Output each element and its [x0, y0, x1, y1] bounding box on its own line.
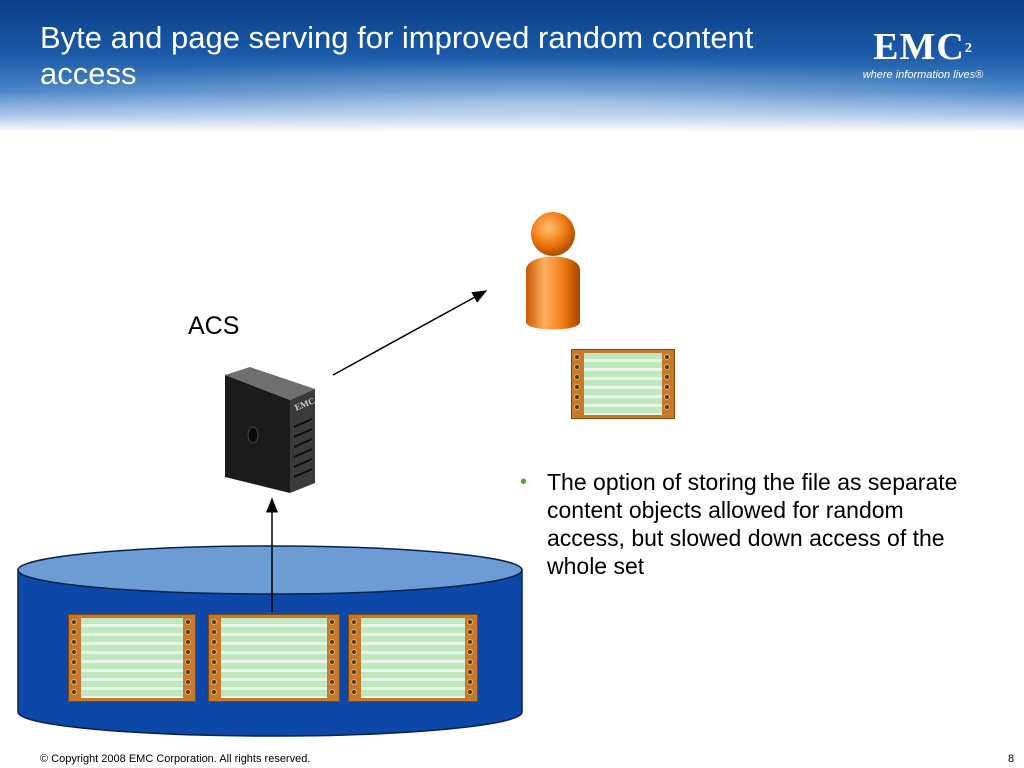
page-number: 8: [1008, 753, 1015, 765]
header-swoosh: [0, 58, 1024, 132]
bullet-text: The option of storing the file as separa…: [547, 469, 958, 579]
arrow-acs-to-user: [332, 290, 488, 376]
document-page-icon: [571, 349, 675, 419]
logo-tagline: where information lives®: [862, 69, 984, 81]
copyright-footer: © Copyright 2008 EMC Corporation. All ri…: [40, 753, 311, 765]
document-page-icon: [68, 614, 196, 702]
document-page-icon: [348, 614, 478, 702]
bullet-icon: •: [520, 471, 528, 493]
user-icon: [526, 212, 580, 330]
acs-label: ACS: [188, 312, 240, 340]
logo-wordmark: EMC2: [873, 26, 973, 68]
slide-header: Byte and page serving for improved rando…: [0, 0, 1024, 132]
server-tower-icon: EMC: [225, 367, 316, 493]
emc-logo: EMC2 where information lives®: [858, 28, 988, 84]
document-page-icon: [208, 614, 340, 702]
slide-title: Byte and page serving for improved rando…: [40, 20, 754, 91]
